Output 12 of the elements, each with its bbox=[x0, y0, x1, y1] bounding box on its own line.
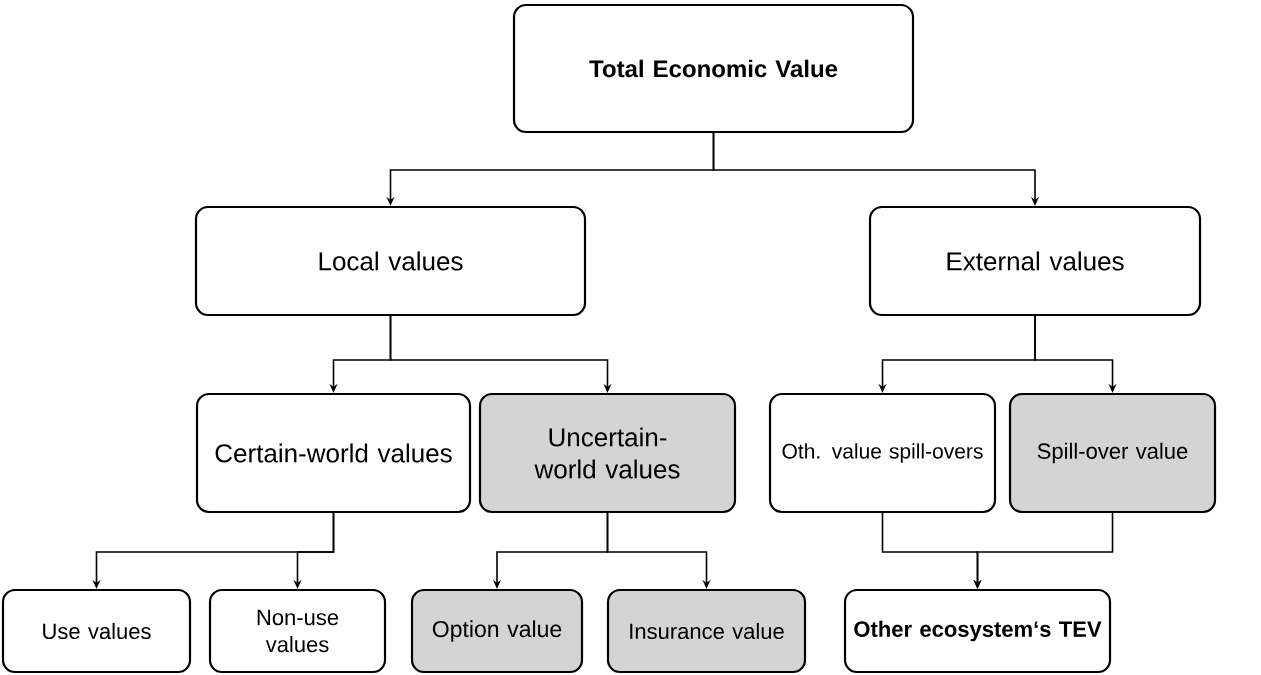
value-box: Total Economic Value bbox=[512, 3, 915, 134]
highlighted-box: Uncertain-world values bbox=[478, 392, 737, 514]
value-box: Use values bbox=[1, 588, 192, 674]
value-box: External values bbox=[868, 205, 1202, 317]
highlighted-box: Option value bbox=[410, 588, 584, 674]
value-box: Non-use values bbox=[208, 588, 387, 674]
highlighted-box: Spill-over value bbox=[1008, 392, 1217, 514]
highlighted-box: Insurance value bbox=[606, 588, 807, 674]
value-box: Local values bbox=[194, 205, 587, 317]
value-box: Certain-world values bbox=[195, 392, 472, 514]
value-box: Oth. value spill-overs bbox=[768, 392, 997, 514]
value-box: Other ecosystem‘s TEV bbox=[843, 588, 1112, 674]
